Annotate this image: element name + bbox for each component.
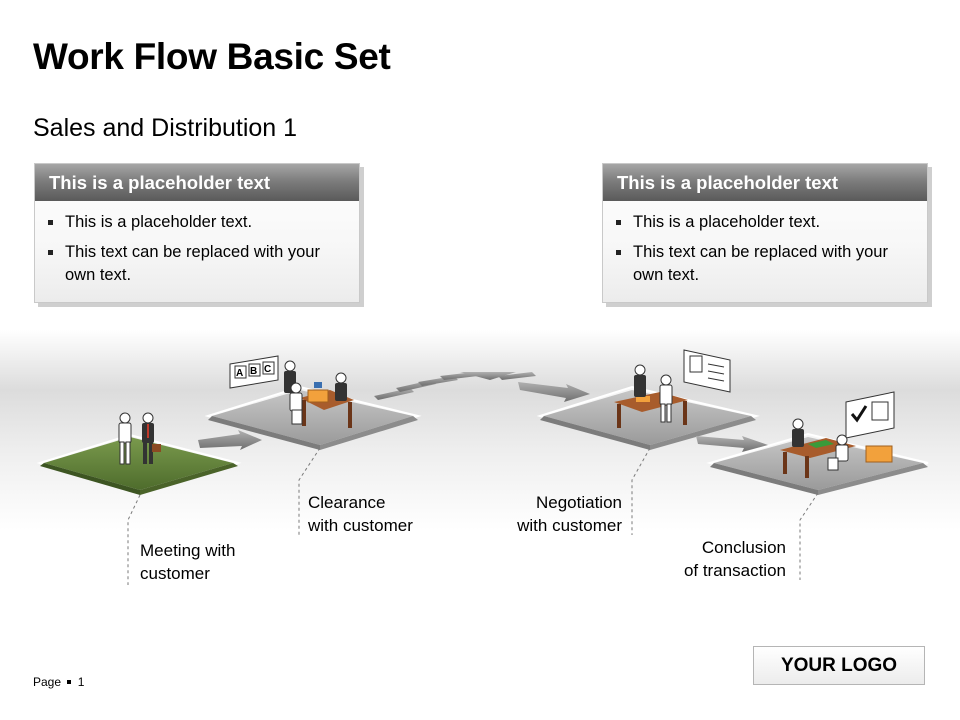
- callout-right: This is a placeholder text This is a pla…: [602, 163, 928, 303]
- check-board-icon: [845, 391, 895, 439]
- board-letter: B: [250, 366, 257, 377]
- desk-negotiation-icon: [614, 364, 688, 428]
- arrow-1: [198, 430, 262, 450]
- step-label-line: customer: [140, 564, 210, 583]
- page-label: Page: [33, 675, 62, 689]
- platform-clearance: [204, 385, 422, 450]
- callout-bullet-text: This is a placeholder text.: [65, 213, 253, 231]
- callout-bullet-list: This is a placeholder text. This text ca…: [35, 211, 359, 287]
- step-label-negotiation: Negotiation with customer: [504, 491, 622, 537]
- board-letter: C: [264, 364, 271, 375]
- arrow-3: [696, 436, 768, 452]
- step-label-line: of transaction: [683, 561, 786, 580]
- bullet-icon: [616, 220, 621, 225]
- step-label-meeting: Meeting with customer: [140, 539, 235, 585]
- page-number: 1: [77, 675, 85, 689]
- callout-bullet: This is a placeholder text.: [615, 211, 917, 234]
- step-label-conclusion: Conclusion of transaction: [664, 536, 786, 582]
- step-label-line: with customer: [308, 516, 413, 535]
- leader-line-4: [799, 492, 819, 580]
- bullet-icon: [616, 250, 621, 255]
- workflow-diagram: A B C: [36, 349, 929, 585]
- bullet-icon: [48, 220, 53, 225]
- step-label-line: with customer: [517, 516, 622, 535]
- people-meeting-icon: [118, 412, 161, 465]
- callout-bullet-text: This text can be replaced with your own …: [633, 243, 888, 284]
- checklist-board-icon: [683, 349, 731, 393]
- platform-meeting: [36, 433, 242, 495]
- page-subtitle: Sales and Distribution 1: [33, 114, 298, 142]
- step-label-line: Conclusion: [701, 538, 786, 557]
- callout-bullet: This text can be replaced with your own …: [615, 241, 917, 287]
- desk-clearance-icon: [284, 360, 354, 428]
- leader-line-3: [631, 447, 651, 535]
- callout-bullet: This text can be replaced with your own …: [47, 241, 349, 287]
- callout-heading: This is a placeholder text: [603, 164, 927, 201]
- callout-bullet-text: This is a placeholder text.: [633, 213, 821, 231]
- board-letter: A: [236, 368, 243, 379]
- board-abc-icon: A B C: [229, 355, 279, 389]
- leader-lines: [127, 447, 819, 585]
- page-separator-icon: [67, 680, 72, 684]
- step-label-clearance: Clearance with customer: [308, 491, 413, 537]
- platform-conclusion: [706, 432, 929, 495]
- platform-negotiation: [536, 385, 760, 450]
- callout-bullet-text: This text can be replaced with your own …: [65, 243, 320, 284]
- page-title: Work Flow Basic Set: [33, 36, 391, 77]
- arrow-dash: [460, 372, 516, 380]
- callout-left: This is a placeholder text This is a pla…: [34, 163, 360, 303]
- arrow-2: [518, 382, 590, 402]
- logo-placeholder: YOUR LOGO: [753, 646, 925, 685]
- step-label-line: Meeting with: [140, 541, 236, 560]
- desk-conclusion-icon: [780, 418, 893, 478]
- arrow-dash: [498, 372, 536, 380]
- flow-arrows: [198, 372, 768, 452]
- step-label-line: Negotiation: [535, 493, 622, 512]
- callout-heading: This is a placeholder text: [35, 164, 359, 201]
- leader-line-2: [298, 447, 321, 535]
- bullet-icon: [48, 250, 53, 255]
- callout-bullet: This is a placeholder text.: [47, 211, 349, 234]
- page-indicator: Page 1: [33, 675, 84, 689]
- step-label-line: Clearance: [308, 493, 386, 512]
- callout-bullet-list: This is a placeholder text. This text ca…: [603, 211, 927, 287]
- leader-line-1: [127, 494, 141, 585]
